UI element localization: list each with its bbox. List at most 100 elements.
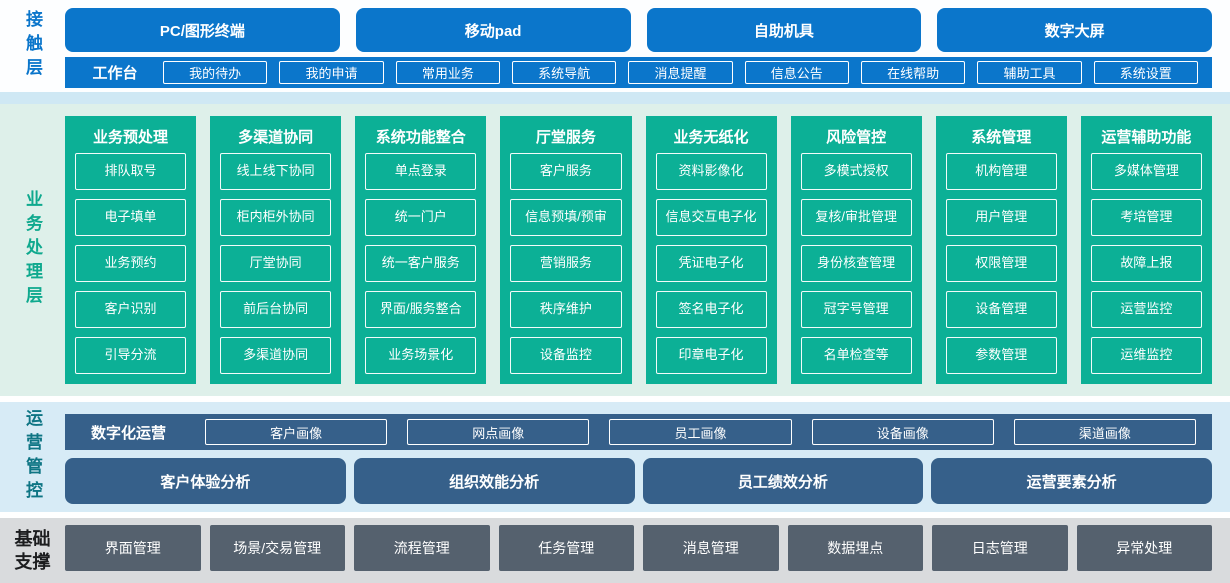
foundation-item-log-management: 日志管理 xyxy=(932,525,1068,571)
column-item: 电子填单 xyxy=(75,199,187,236)
portrait-channel: 渠道画像 xyxy=(1013,419,1197,445)
column-items: 多媒体管理 考培管理 故障上报 运营监控 运维监控 xyxy=(1090,153,1202,374)
portrait-customer: 客户画像 xyxy=(205,419,388,445)
business-layer-label: 业务处理层 xyxy=(23,190,42,310)
column-item: 印章电子化 xyxy=(655,337,767,374)
column-title: 多渠道协同 xyxy=(238,128,314,146)
column-item: 故障上报 xyxy=(1090,245,1202,282)
column-items: 多模式授权 复核/审批管理 身份核查管理 冠字号管理 名单检查等 xyxy=(800,153,912,374)
business-layer-rail: 业务处理层 xyxy=(0,104,65,396)
foundation-item-process-management: 流程管理 xyxy=(354,525,490,571)
column-item: 客户服务 xyxy=(510,153,622,190)
terminal-digital-screen: 数字大屏 xyxy=(937,8,1212,52)
business-column-system-integration: 系统功能整合 单点登录 统一门户 统一客户服务 界面/服务整合 业务场景化 xyxy=(355,116,487,384)
operations-layer-content: 数字化运营 客户画像 网点画像 员工画像 设备画像 渠道画像 客户体验分析 组织… xyxy=(65,402,1212,512)
column-item: 复核/审批管理 xyxy=(800,199,912,236)
foundation-layer-rail: 基础支撑 xyxy=(0,518,65,583)
column-item: 参数管理 xyxy=(945,337,1057,374)
column-item: 厅堂协同 xyxy=(220,245,332,282)
foundation-item-ui-management: 界面管理 xyxy=(65,525,201,571)
foundation-row: 界面管理 场景/交易管理 流程管理 任务管理 消息管理 数据埋点 日志管理 异常… xyxy=(65,525,1212,571)
analysis-employee-performance: 员工绩效分析 xyxy=(642,458,924,504)
column-items: 机构管理 用户管理 权限管理 设备管理 参数管理 xyxy=(945,153,1057,374)
business-column-paperless: 业务无纸化 资料影像化 信息交互电子化 凭证电子化 签名电子化 印章电子化 xyxy=(645,116,777,384)
column-item: 名单检查等 xyxy=(800,337,912,374)
column-item: 凭证电子化 xyxy=(655,245,767,282)
analysis-customer-experience: 客户体验分析 xyxy=(65,458,346,504)
column-item: 机构管理 xyxy=(945,153,1057,190)
column-item: 多渠道协同 xyxy=(220,337,332,374)
column-item: 单点登录 xyxy=(365,153,477,190)
contact-layer-band: 接触层 PC/图形终端 移动pad 自助机具 数字大屏 工作台 我的待办 我的申… xyxy=(0,0,1230,92)
portrait-branch: 网点画像 xyxy=(407,419,590,445)
column-title: 系统管理 xyxy=(971,128,1032,146)
column-items: 线上线下协同 柜内柜外协同 厅堂协同 前后台协同 多渠道协同 xyxy=(220,153,332,374)
column-item: 身份核查管理 xyxy=(800,245,912,282)
contact-layer-rail: 接触层 xyxy=(0,0,65,92)
workbench-item-message-alerts: 消息提醒 xyxy=(628,61,733,84)
workbench-item-announcements: 信息公告 xyxy=(744,61,849,84)
divider-business-operations xyxy=(0,396,1230,402)
foundation-layer-label: 基础支撑 xyxy=(14,529,51,572)
business-layer-content: 业务预处理 排队取号 电子填单 业务预约 客户识别 引导分流 多渠道协同 线上线… xyxy=(65,104,1212,396)
workbench-item-common-business: 常用业务 xyxy=(395,61,500,84)
business-column-preprocessing: 业务预处理 排队取号 电子填单 业务预约 客户识别 引导分流 xyxy=(65,116,197,384)
foundation-item-scene-transaction: 场景/交易管理 xyxy=(209,525,345,571)
operations-layer-label: 运营管控 xyxy=(23,409,42,505)
operations-layer-rail: 运营管控 xyxy=(0,402,65,512)
foundation-item-exception-handling: 异常处理 xyxy=(1076,525,1212,571)
column-title: 业务预处理 xyxy=(93,128,169,146)
column-item: 设备管理 xyxy=(945,291,1057,328)
column-item: 设备监控 xyxy=(510,337,622,374)
terminal-pc: PC/图形终端 xyxy=(65,8,340,52)
column-item: 信息预填/预审 xyxy=(510,199,622,236)
workbench-item-online-help: 在线帮助 xyxy=(860,61,966,84)
divider-operations-foundation xyxy=(0,512,1230,518)
column-item: 资料影像化 xyxy=(655,153,767,190)
column-title: 运营辅助功能 xyxy=(1101,128,1192,146)
divider-contact-business xyxy=(0,92,1230,104)
digital-operations-bar: 数字化运营 客户画像 网点画像 员工画像 设备画像 渠道画像 xyxy=(65,414,1212,450)
foundation-layer-band: 基础支撑 界面管理 场景/交易管理 流程管理 任务管理 消息管理 数据埋点 日志… xyxy=(0,518,1230,583)
column-item: 线上线下协同 xyxy=(220,153,332,190)
analysis-row: 客户体验分析 组织效能分析 员工绩效分析 运营要素分析 xyxy=(65,458,1212,504)
column-item: 运营监控 xyxy=(1090,291,1202,328)
column-item: 多媒体管理 xyxy=(1090,153,1202,190)
workbench-item-my-todo: 我的待办 xyxy=(163,61,268,84)
foundation-layer-content: 界面管理 场景/交易管理 流程管理 任务管理 消息管理 数据埋点 日志管理 异常… xyxy=(65,518,1212,583)
column-title: 系统功能整合 xyxy=(375,128,466,146)
column-item: 业务场景化 xyxy=(365,337,477,374)
business-column-risk-control: 风险管控 多模式授权 复核/审批管理 身份核查管理 冠字号管理 名单检查等 xyxy=(790,116,922,384)
portrait-device: 设备画像 xyxy=(811,419,994,445)
workbench-label: 工作台 xyxy=(92,65,138,82)
business-column-multichannel: 多渠道协同 线上线下协同 柜内柜外协同 厅堂协同 前后台协同 多渠道协同 xyxy=(210,116,342,384)
workbench-item-auxiliary-tools: 辅助工具 xyxy=(977,61,1082,84)
column-item: 考培管理 xyxy=(1090,199,1202,236)
column-item: 签名电子化 xyxy=(655,291,767,328)
terminal-mobile-pad: 移动pad xyxy=(355,8,631,52)
column-items: 单点登录 统一门户 统一客户服务 界面/服务整合 业务场景化 xyxy=(365,153,477,374)
column-item: 冠字号管理 xyxy=(800,291,912,328)
business-column-lobby-service: 厅堂服务 客户服务 信息预填/预审 营销服务 秩序维护 设备监控 xyxy=(500,116,632,384)
terminal-row: PC/图形终端 移动pad 自助机具 数字大屏 xyxy=(65,8,1212,52)
column-item: 权限管理 xyxy=(945,245,1057,282)
column-item: 客户识别 xyxy=(75,291,187,328)
column-item: 营销服务 xyxy=(510,245,622,282)
column-item: 信息交互电子化 xyxy=(655,199,767,236)
column-item: 多模式授权 xyxy=(800,153,912,190)
column-items: 客户服务 信息预填/预审 营销服务 秩序维护 设备监控 xyxy=(510,153,622,374)
column-item: 柜内柜外协同 xyxy=(220,199,332,236)
digital-operations-label: 数字化运营 xyxy=(91,424,167,442)
column-item: 运维监控 xyxy=(1090,337,1202,374)
analysis-organization-efficiency: 组织效能分析 xyxy=(353,458,635,504)
workbench-item-my-applications: 我的申请 xyxy=(279,61,384,84)
foundation-item-task-management: 任务管理 xyxy=(498,525,634,571)
column-item: 统一门户 xyxy=(365,199,477,236)
workbench-bar: 工作台 我的待办 我的申请 常用业务 系统导航 消息提醒 信息公告 在线帮助 辅… xyxy=(65,57,1212,88)
column-title: 风险管控 xyxy=(826,128,887,146)
column-item: 秩序维护 xyxy=(510,291,622,328)
contact-layer-label: 接触层 xyxy=(23,10,42,82)
column-item: 业务预约 xyxy=(75,245,187,282)
business-column-system-management: 系统管理 机构管理 用户管理 权限管理 设备管理 参数管理 xyxy=(935,116,1067,384)
foundation-item-data-tracking: 数据埋点 xyxy=(787,525,923,571)
